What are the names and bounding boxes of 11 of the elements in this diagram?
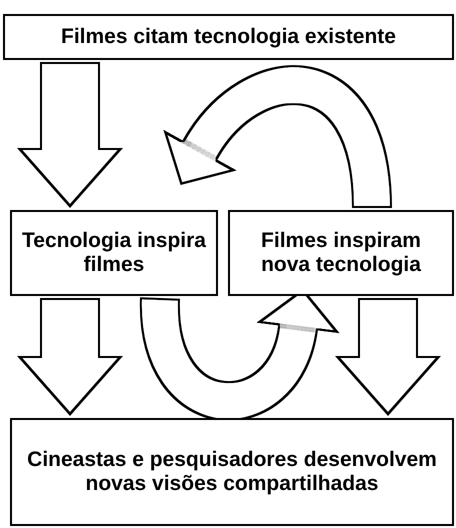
hollow-arrow (17, 62, 123, 208)
text-box (3, 14, 454, 60)
box-label: Filmes inspiram nova tecnologia (260, 229, 422, 277)
box-label: Filmes citam tecnologia existente (61, 25, 396, 49)
text-box (10, 210, 218, 296)
text-box (228, 210, 454, 296)
hollow-arrow (335, 298, 441, 416)
text-box (10, 418, 454, 526)
hollow-arrow (165, 66, 392, 210)
box-label: Tecnologia inspira filmes (21, 229, 207, 277)
box-label: Cineastas e pesquisadores desenvolvem novas visões compartilhadas (26, 448, 438, 496)
